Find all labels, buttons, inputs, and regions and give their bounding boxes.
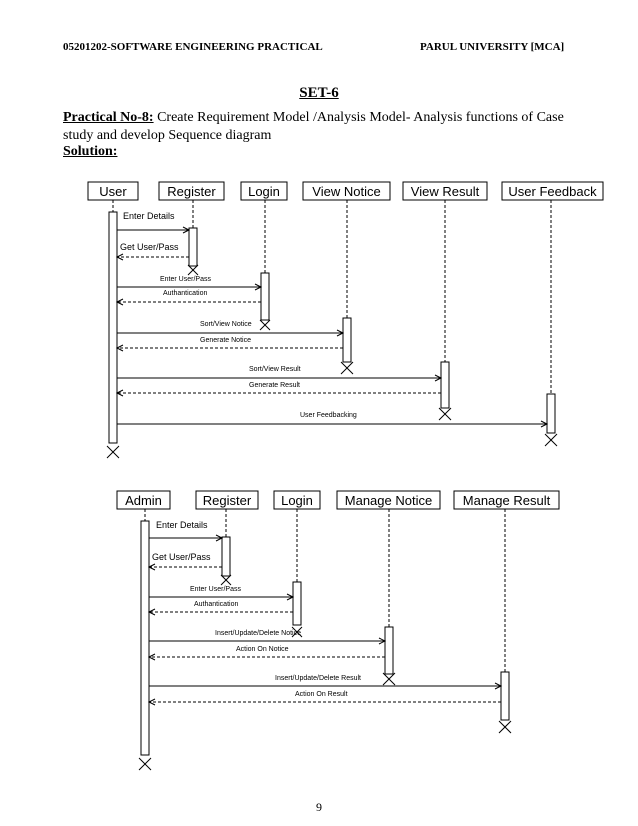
actor-box-manage-result	[453, 490, 560, 510]
activation-register	[188, 227, 198, 267]
set-title: SET-6	[299, 85, 339, 101]
message-enter-user-pass-2-arrowhead	[254, 283, 263, 291]
actor-label-register: Register	[203, 493, 252, 508]
header-course: 05201202-SOFTWARE ENGINEERING PRACTICAL	[63, 41, 323, 53]
activation-register	[221, 536, 231, 577]
message-label-action-on-notice-5: Action On Notice	[236, 646, 289, 653]
actor-box-register	[158, 181, 225, 201]
practical-statement: Practical No-8: Create Requirement Model…	[63, 109, 583, 145]
message-get-user-pass-1-arrowhead	[147, 563, 156, 571]
message-label-get-user-pass-1: Get User/Pass	[152, 552, 211, 562]
actor-label-view-result: View Result	[411, 184, 480, 199]
activation-view-notice	[342, 317, 352, 363]
solution-label: Solution:	[63, 144, 118, 159]
actor-label-manage-result: Manage Result	[463, 493, 551, 508]
actor-label-login: Login	[281, 493, 313, 508]
message-label-get-user-pass-1: Get User/Pass	[120, 242, 179, 252]
actor-box-admin	[116, 490, 171, 510]
message-label-enter-user-pass-2: Enter User/Pass	[190, 586, 241, 593]
message-enter-details-0-arrowhead	[182, 226, 191, 234]
actor-label-user-feedback: User Feedback	[508, 184, 597, 199]
actor-box-login	[240, 181, 288, 201]
message-action-on-notice-5-arrowhead	[147, 653, 156, 661]
actor-label-register: Register	[167, 184, 216, 199]
message-authantication-3-arrowhead	[115, 298, 124, 306]
message-label-generate-result-7: Generate Result	[249, 382, 300, 389]
destroy-login-icon	[259, 319, 271, 331]
message-user-feedbacking-8-arrowhead	[540, 420, 549, 428]
message-label-enter-user-pass-2: Enter User/Pass	[160, 276, 211, 283]
activation-login	[292, 581, 302, 626]
message-label-generate-notice-5: Generate Notice	[200, 337, 251, 344]
actor-label-view-notice: View Notice	[312, 184, 380, 199]
practical-label: Practical No-8:	[63, 110, 154, 125]
message-label-authantication-3: Authantication	[163, 290, 207, 297]
message-get-user-pass-1-arrowhead	[115, 253, 124, 261]
message-label-enter-details-0: Enter Details	[156, 520, 208, 530]
message-label-authantication-3: Authantication	[194, 601, 238, 608]
message-sort-view-result-6-arrowhead	[434, 374, 443, 382]
destroy-admin-icon	[138, 757, 152, 771]
header-university: PARUL UNIVERSITY [MCA]	[420, 41, 565, 53]
activation-login	[260, 272, 270, 321]
message-label-action-on-result-7: Action On Result	[295, 691, 348, 698]
practical-text: Create Requirement Model /Analysis Model…	[63, 110, 564, 143]
destroy-view-result-icon	[438, 407, 452, 421]
destroy-user-icon	[106, 445, 120, 459]
activation-manage-notice	[384, 626, 394, 675]
activation-user-feedback	[546, 393, 556, 434]
message-label-enter-details-0: Enter Details	[123, 211, 175, 221]
message-label-sort-view-result-6: Sort/View Result	[249, 366, 301, 373]
activation-manage-result	[500, 671, 510, 721]
destroy-view-notice-icon	[340, 361, 354, 375]
message-generate-result-7-arrowhead	[115, 389, 124, 397]
message-action-on-result-7-arrowhead	[147, 698, 156, 706]
message-authantication-3-arrowhead	[147, 608, 156, 616]
actor-box-user-feedback	[501, 181, 604, 201]
activation-view-result	[440, 361, 450, 409]
message-generate-notice-5-arrowhead	[115, 344, 124, 352]
message-insert-update-delete-result-6-arrowhead	[494, 682, 503, 690]
message-label-sort-view-notice-4: Sort/View Notice	[200, 321, 252, 328]
message-label-user-feedbacking-8: User Feedbacking	[300, 412, 357, 419]
actor-box-register	[195, 490, 259, 510]
message-sort-view-notice-4-arrowhead	[336, 329, 345, 337]
actor-label-user: User	[99, 184, 127, 199]
activation-admin	[140, 520, 150, 756]
message-label-insert-update-delete-result-6: Insert/Update/Delete Result	[275, 675, 361, 682]
page-number: 9	[316, 800, 322, 814]
actor-label-manage-notice: Manage Notice	[345, 493, 432, 508]
message-enter-details-0-arrowhead	[215, 534, 224, 542]
destroy-manage-result-icon	[498, 720, 512, 734]
destroy-register-icon	[220, 574, 232, 586]
message-label-insert-update-delete-notice-4: Insert/Update/Delete Notice	[215, 630, 301, 637]
actor-label-login: Login	[248, 184, 280, 199]
message-enter-user-pass-2-arrowhead	[286, 593, 295, 601]
message-insert-update-delete-notice-4-arrowhead	[378, 637, 387, 645]
destroy-login-icon	[291, 626, 303, 638]
activation-user	[108, 211, 118, 444]
destroy-manage-notice-icon	[382, 672, 396, 686]
actor-label-admin: Admin	[125, 493, 162, 508]
destroy-user-feedback-icon	[544, 433, 558, 447]
destroy-register-icon	[187, 264, 199, 276]
